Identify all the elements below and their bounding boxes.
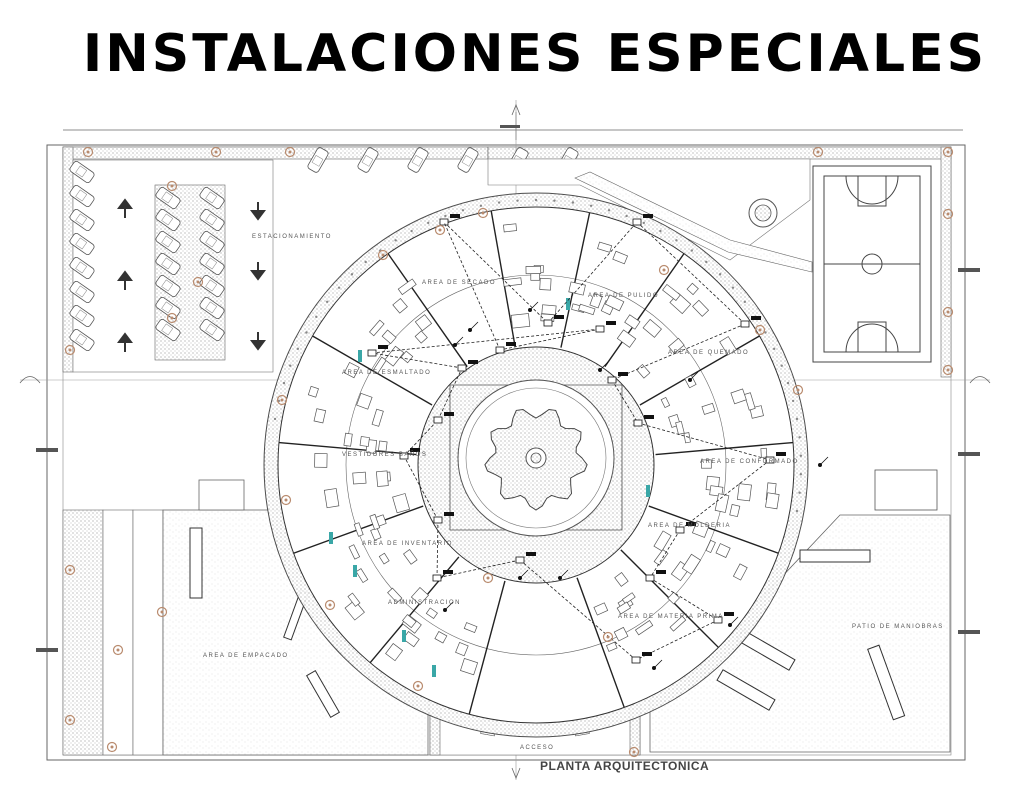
dimension-ticks [36, 125, 980, 652]
label-administracion: ADMINISTRACION [388, 600, 461, 606]
special-installations-wiring [367, 214, 829, 670]
label-area-esmaltado: AREA DE ESMALTADO [342, 370, 431, 376]
central-fountain [484, 408, 588, 511]
perimeter-trees [64, 146, 954, 758]
parking-arrows [117, 198, 266, 352]
label-area-quemado: AREA DE QUEMADO [668, 350, 749, 356]
drawing-title: INSTALACIONES ESPECIALES [82, 24, 988, 84]
label-area-secado: AREA DE SECADO [422, 280, 496, 286]
basketball-court [812, 165, 932, 363]
label-estacionamiento: ESTACIONAMIENTO [252, 234, 332, 240]
label-acceso: ACCESO [520, 745, 554, 751]
label-area-conformado: AREA DE CONFORMADO [700, 459, 799, 465]
label-area-pulido: AREA DE PULIDO [588, 293, 659, 299]
label-area-materia-prima: AREA DE MATERIA PRIMA [618, 614, 724, 620]
label-area-empacado: AREA DE EMPACADO [203, 653, 289, 659]
label-patio-maniobras: PATIO DE MANIOBRAS [852, 624, 944, 630]
label-vestidores: VESTIDORES BAÑOS [342, 451, 427, 458]
label-area-molderia: AREA DE MOLDERIA [648, 523, 731, 529]
patio-maniobras [649, 469, 951, 753]
access-road [487, 158, 813, 273]
label-area-inventario: AREA DE INVENTARIO [362, 541, 453, 547]
radial-walls [273, 198, 803, 715]
room-furniture [307, 223, 780, 677]
north-markers [19, 103, 991, 780]
plan-subtitle: PLANTA ARQUITECTONICA [540, 759, 710, 773]
